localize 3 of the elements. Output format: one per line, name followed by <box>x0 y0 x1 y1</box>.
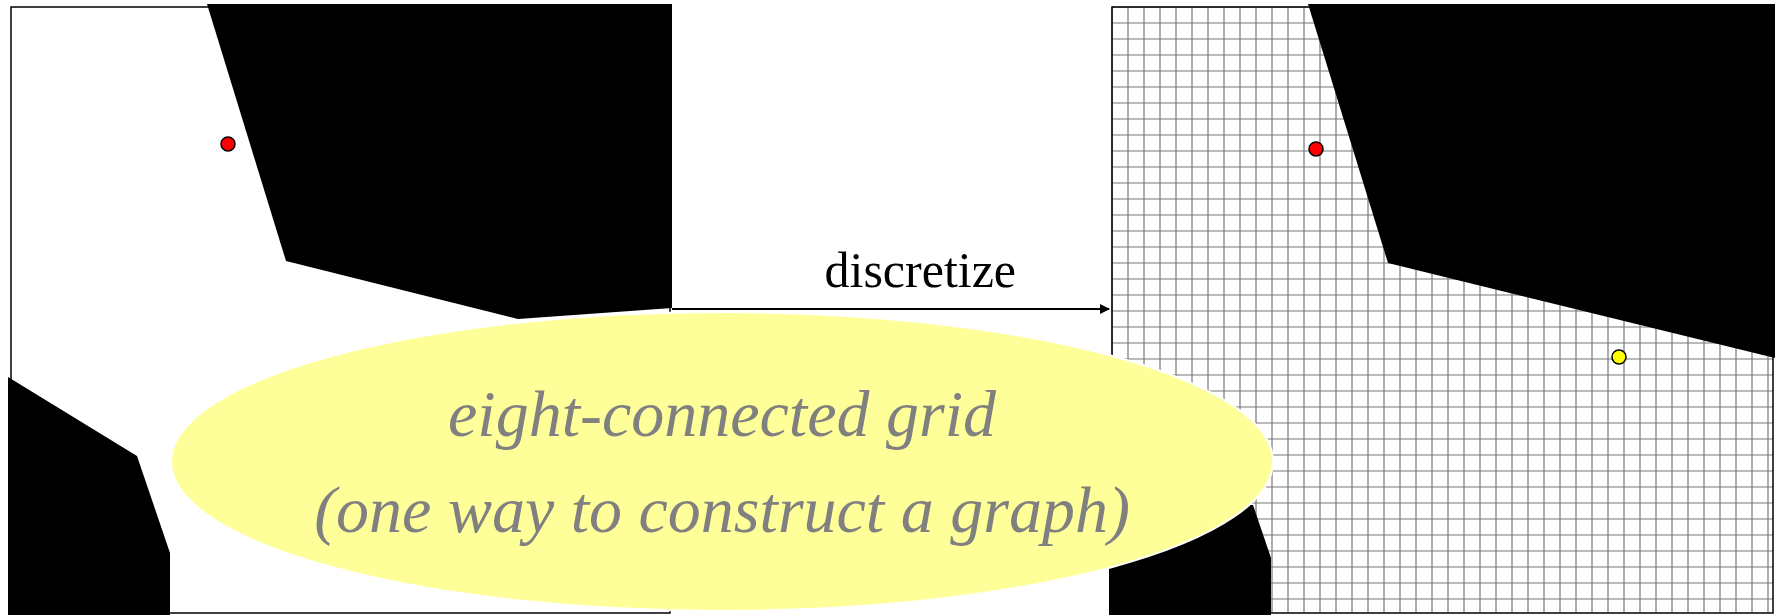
callout-text: eight-connected grid <box>448 375 996 452</box>
arrow <box>671 304 1110 314</box>
callout-text: (one way to construct a graph) <box>314 471 1130 548</box>
